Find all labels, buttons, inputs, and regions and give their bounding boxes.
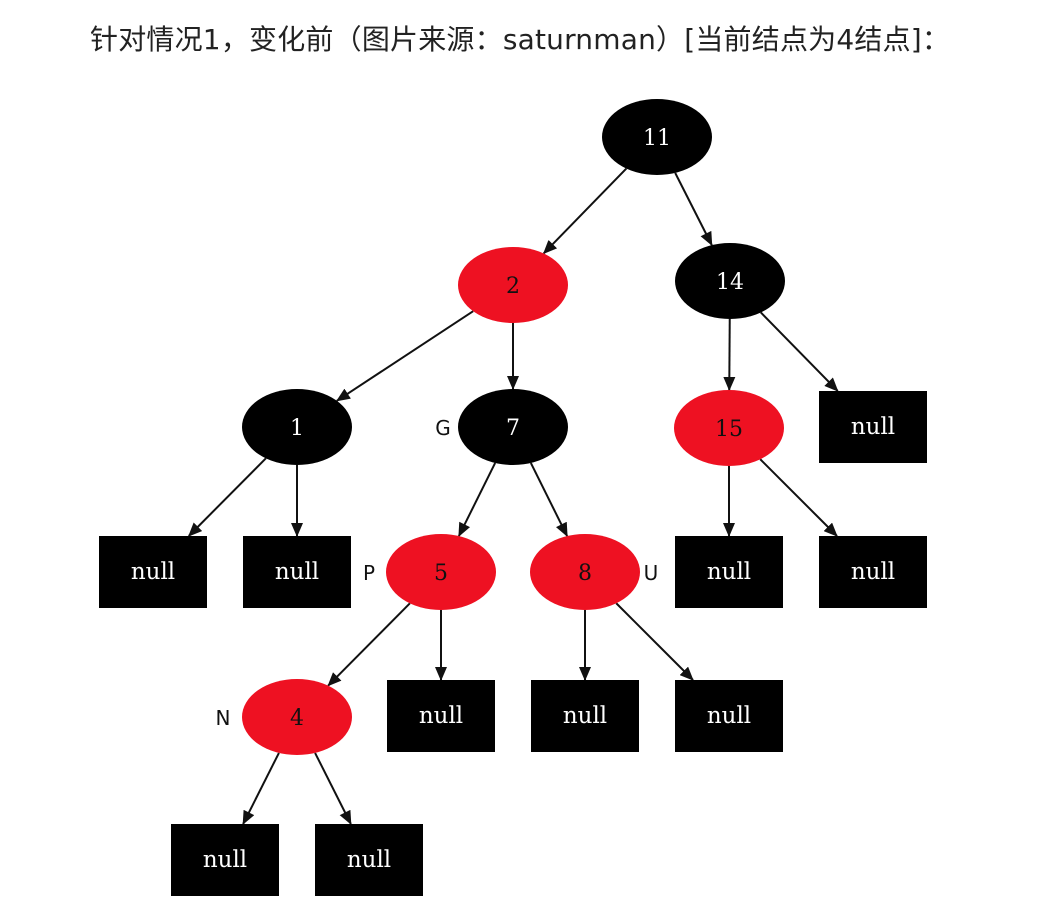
null-leaf-box (243, 536, 351, 608)
edge-n7-n5 (457, 462, 497, 537)
node-value-label: 14 (716, 270, 744, 295)
node-role-label: P (363, 561, 375, 585)
null-leaf-label: null (275, 559, 319, 585)
node-value-label: 7 (506, 416, 520, 441)
null-leaf-box (99, 536, 207, 608)
null-leaf-box (819, 536, 927, 608)
node-shape-5 (386, 534, 496, 610)
node-role-label: G (435, 416, 451, 440)
edge-n1-null1l (188, 457, 267, 537)
null-leaf: null (171, 824, 279, 896)
tree-node-4: 4N (216, 679, 352, 755)
edge-n5-n4 (327, 602, 411, 687)
diagram-caption: 针对情况1，变化前（图片来源：saturnman）[当前结点为4结点]： (90, 23, 951, 56)
tree-edges (188, 167, 839, 825)
null-leaf-label: null (419, 703, 463, 729)
node-shape-8 (530, 534, 640, 610)
null-leaf-label: null (851, 414, 895, 440)
node-value-label: 1 (290, 416, 304, 441)
node-shape-15 (674, 390, 784, 466)
null-leaf: null (315, 824, 423, 896)
tree-node-2: 2 (458, 247, 568, 323)
node-value-label: 2 (506, 274, 520, 299)
null-leaf-label: null (707, 559, 751, 585)
node-value-label: 5 (434, 561, 448, 586)
null-leaf-label: null (851, 559, 895, 585)
null-leaf: null (531, 680, 639, 752)
tree-node-11: 11 (602, 99, 712, 175)
null-leaf-label: null (707, 703, 751, 729)
edge-n14-null14r (760, 311, 839, 392)
null-leaf-box (675, 680, 783, 752)
edge-n8-null8r (615, 602, 694, 681)
node-shape-1 (242, 389, 352, 465)
null-leaf-label: null (563, 703, 607, 729)
null-leaf: null (819, 536, 927, 608)
null-leaf-label: null (347, 847, 391, 873)
node-shape-4 (242, 679, 352, 755)
edge-n2-n1 (336, 310, 474, 402)
null-leaf-label: null (203, 847, 247, 873)
node-value-label: 11 (643, 126, 671, 151)
null-leaf: null (819, 391, 927, 463)
edge-n4-null4l (242, 752, 280, 825)
null-leaf-box (675, 536, 783, 608)
null-leaf: null (387, 680, 495, 752)
null-leaf-box (819, 391, 927, 463)
edge-n15-null15r (759, 458, 838, 537)
node-value-label: 8 (578, 561, 592, 586)
tree-node-1: 1 (242, 389, 352, 465)
null-leaf-label: null (131, 559, 175, 585)
null-leaf-box (315, 824, 423, 896)
null-leaf-box (171, 824, 279, 896)
null-leaf: null (243, 536, 351, 608)
tree-node-14: 14 (675, 243, 785, 319)
edge-n11-n14 (674, 172, 713, 247)
edge-n11-n2 (542, 167, 628, 255)
node-role-label: U (644, 561, 659, 585)
null-leaf: null (99, 536, 207, 608)
null-leaf: null (675, 536, 783, 608)
null-leaf: null (675, 680, 783, 752)
tree-node-15: 15 (674, 390, 784, 466)
edge-n7-n8 (529, 462, 569, 537)
tree-node-7: 7G (435, 389, 568, 465)
node-value-label: 15 (715, 417, 743, 442)
node-shape-7 (458, 389, 568, 465)
edge-n4-null4r (314, 752, 352, 825)
node-shape-14 (675, 243, 785, 319)
tree-node-5: 5P (363, 534, 496, 610)
node-shape-2 (458, 247, 568, 323)
node-value-label: 4 (290, 706, 304, 731)
null-leaf-box (387, 680, 495, 752)
null-leaf-box (531, 680, 639, 752)
node-shape-11 (602, 99, 712, 175)
node-role-label: N (216, 706, 231, 730)
